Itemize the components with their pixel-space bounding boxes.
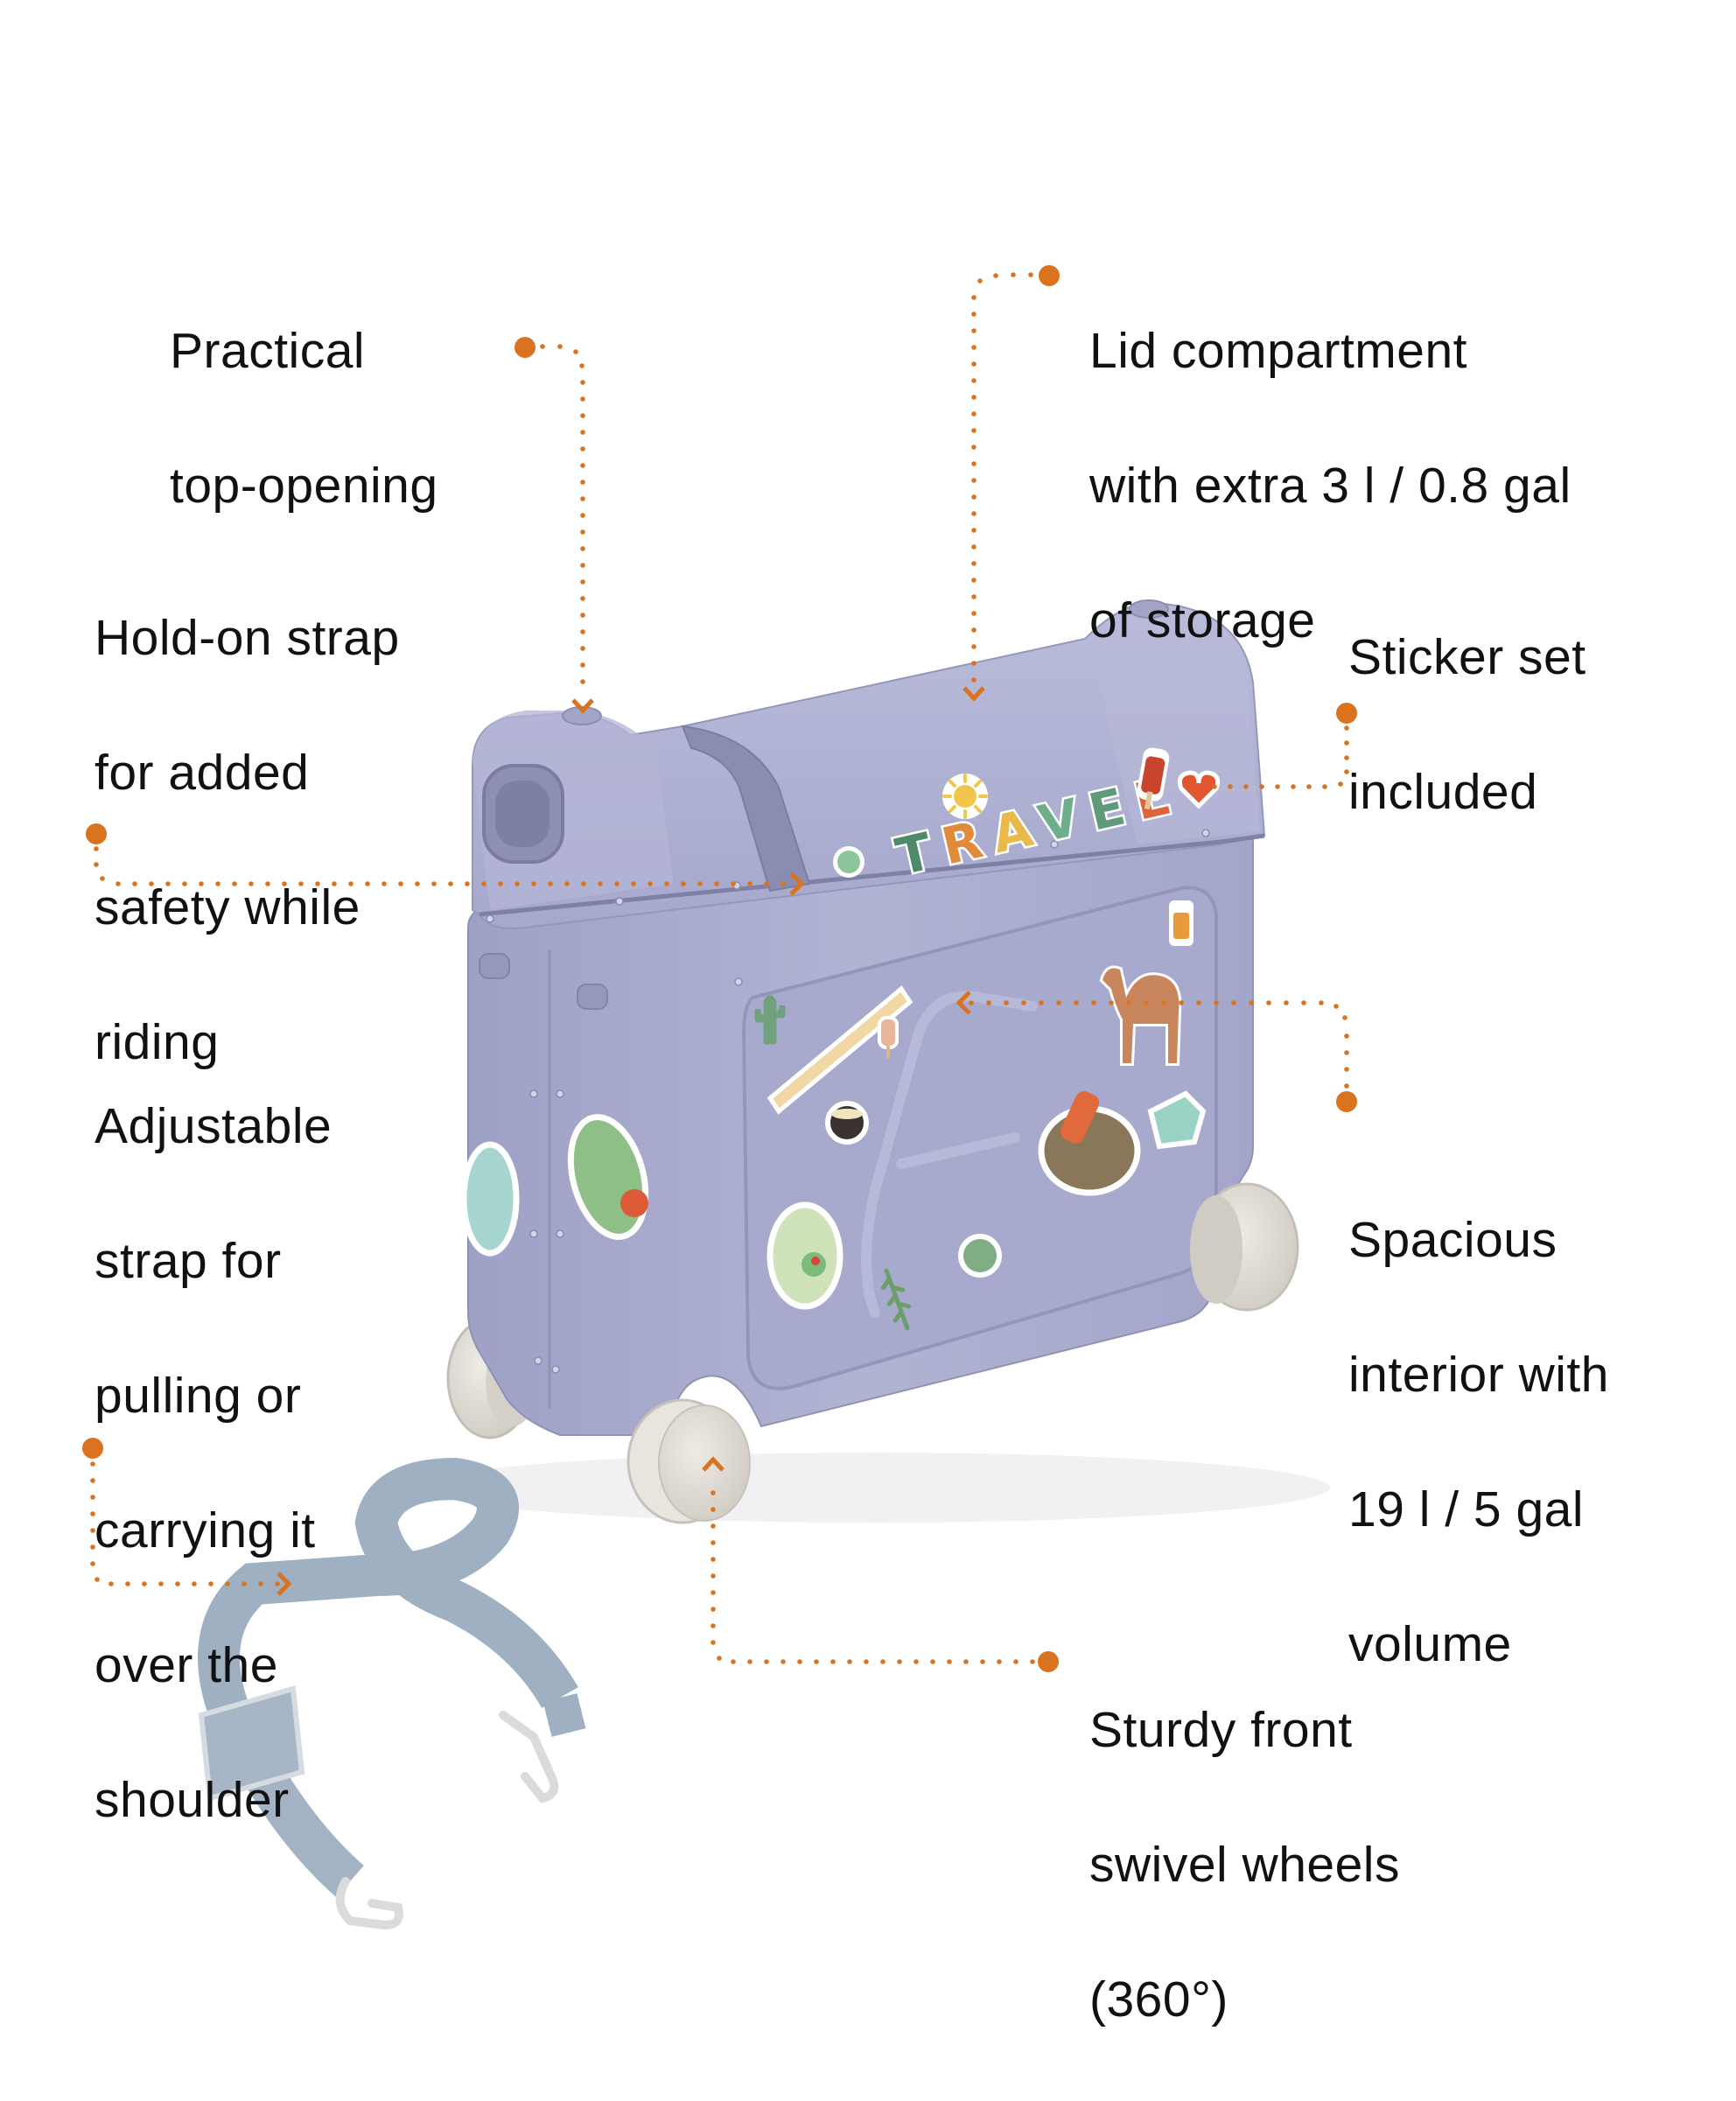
side-handle-icon (482, 764, 564, 864)
heart-sticker-icon (1177, 770, 1221, 809)
chevron-left-icon (956, 991, 971, 1015)
rear-right-wheel-icon (1190, 1182, 1299, 1312)
callout-line: safety while (94, 879, 360, 935)
callout-hold-on-strap: Hold-on strap for added safety while rid… (94, 537, 400, 1144)
callout-line: over the (94, 1637, 278, 1693)
camel-sticker-icon (1099, 965, 1182, 1066)
callout-line: Adjustable (94, 1098, 332, 1154)
callout-dot (86, 823, 107, 844)
chevron-right-icon (789, 872, 805, 896)
callout-line: 19 l / 5 gal (1348, 1481, 1585, 1537)
banner-sticker-icon (766, 985, 914, 1115)
sloth-sticker-icon (1038, 1091, 1141, 1196)
product-illustration: TRAVEL (82, 265, 1357, 1930)
swivel-wheel-icon (626, 1398, 751, 1524)
coconut-sticker-icon (825, 1101, 869, 1145)
callout-line: Sturdy front (1089, 1702, 1353, 1758)
product-infographic: TRAVEL (82, 250, 1609, 2027)
callout-line: swivel wheels (1089, 1837, 1400, 1893)
sticker-set: TRAVEL (460, 747, 1221, 1331)
callout-dot (1336, 703, 1357, 724)
callout-dot (82, 1438, 103, 1459)
callout-dot (1039, 265, 1060, 286)
jungle-time-sticker-icon (567, 1114, 649, 1240)
popsicle-sticker-icon (1137, 747, 1170, 809)
callout-dot (1038, 1651, 1059, 1672)
fern-sticker-icon (880, 1268, 912, 1331)
badge-sticker-icon (833, 846, 864, 878)
callout-line: Hold-on strap (94, 610, 400, 666)
callout-sticker-set: Sticker set included (1348, 557, 1586, 893)
callout-spacious-interior: Spacious interior with 19 l / 5 gal volu… (1348, 1139, 1609, 1746)
callout-line: pulling or (94, 1368, 302, 1424)
callout-line: with extra 3 l / 0.8 gal (1089, 458, 1572, 514)
callout-top-opening: Practical top-opening (170, 250, 438, 587)
shoulder-strap (198, 1457, 586, 1930)
suitcase: TRAVEL (420, 599, 1330, 1524)
icecream-sticker-icon (878, 1016, 899, 1058)
chevron-up-icon (702, 1456, 724, 1472)
chevron-down-icon (571, 698, 594, 714)
drink-sticker-icon (1169, 900, 1194, 946)
strap-hook-icon (335, 1711, 559, 1930)
callout-line: included (1348, 764, 1538, 820)
callout-swivel-wheels: Sturdy front swivel wheels (360°) (1089, 1629, 1400, 2101)
callout-line: top-opening (170, 458, 438, 514)
callout-line: Spacious (1348, 1212, 1558, 1268)
callout-line: interior with (1348, 1347, 1609, 1403)
cactus-sticker-icon (754, 995, 786, 1045)
cool-sticker-icon (1147, 1090, 1207, 1150)
callout-line: shoulder (94, 1772, 290, 1828)
callout-line: of storage (1089, 592, 1316, 648)
callout-dot (514, 337, 536, 358)
callout-line: for added (94, 745, 310, 801)
callout-line: riding (94, 1014, 220, 1070)
callout-line: strap for (94, 1233, 282, 1289)
callout-adjustable-strap: Adjustable strap for pulling or carrying… (94, 1026, 332, 1901)
callout-line: Sticker set (1348, 629, 1586, 685)
hold-on-strap-graphic (681, 725, 811, 893)
callout-line: Lid compartment (1089, 323, 1468, 379)
sun-sticker-icon (942, 774, 988, 819)
callout-line: volume (1348, 1616, 1512, 1672)
frog-sticker-icon (766, 1201, 844, 1310)
cactus-small-sticker-icon (958, 1234, 1002, 1278)
polar-sticker-icon (460, 1141, 520, 1257)
leader-lines (82, 265, 1357, 1672)
callout-line: carrying it (94, 1502, 316, 1558)
callout-line: Practical (170, 323, 366, 379)
chevron-down-icon (962, 686, 985, 702)
callout-line: (360°) (1089, 1971, 1228, 2027)
callout-lid-compartment: Lid compartment with extra 3 l / 0.8 gal… (1089, 250, 1572, 722)
callout-dot (1336, 1091, 1357, 1112)
chevron-right-icon (276, 1572, 292, 1596)
